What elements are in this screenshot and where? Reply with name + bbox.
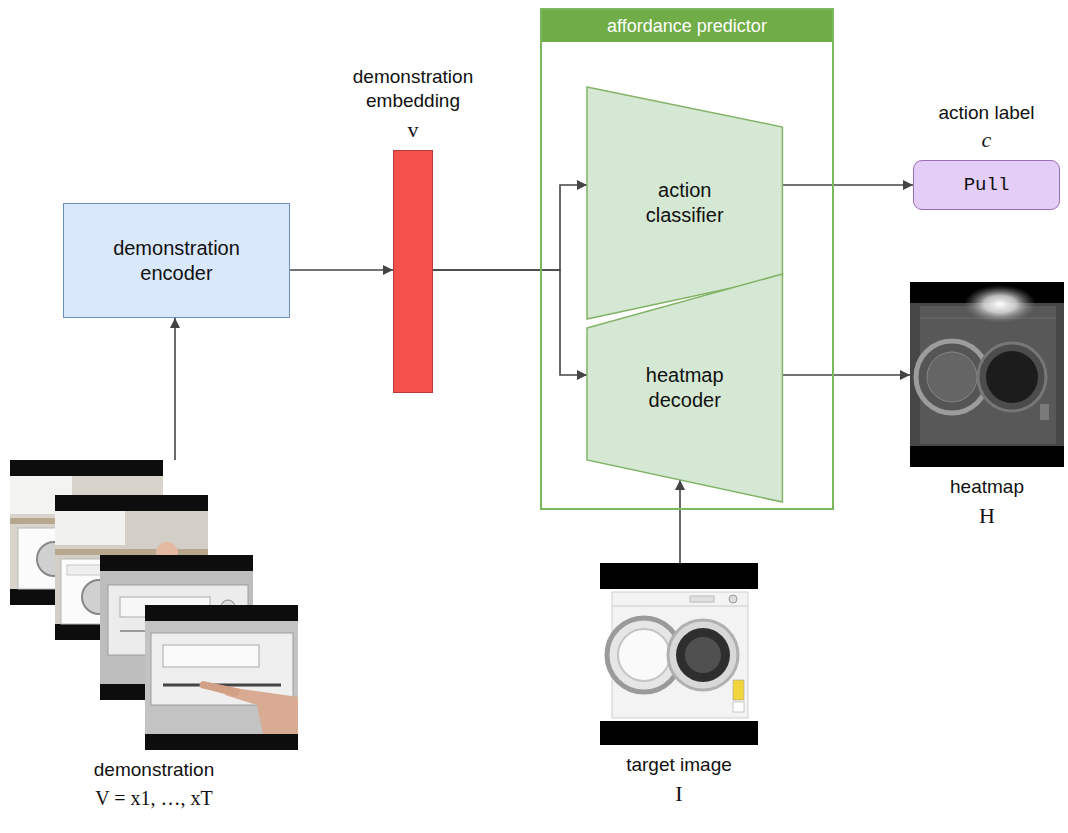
- heatmap-image: heatmapH: [910, 282, 1064, 467]
- connector-arrow: [174, 318, 176, 460]
- connector-arrow: [433, 270, 587, 375]
- connector-arrow: [679, 480, 681, 563]
- text-holder: target imageI: [599, 745, 759, 807]
- text-holder: action labelc: [917, 101, 1057, 161]
- box-label: heatmap decoder: [625, 363, 745, 413]
- math-symbol: V = x1, …, xT: [34, 786, 274, 810]
- text-holder: demonstration embedding v: [328, 65, 498, 151]
- box-heading: demonstration embedding: [328, 65, 498, 113]
- target-image: target imageI: [600, 563, 758, 745]
- connector-arrow: [782, 374, 910, 376]
- image-caption: heatmap: [917, 475, 1057, 499]
- text-holder: heatmap decoder: [587, 274, 782, 502]
- encoder-box: demonstration encoder: [63, 203, 290, 318]
- trapezoid-shape: [587, 274, 782, 502]
- heatmap-photo: [910, 282, 1064, 467]
- text-holder: demonstration encoder: [64, 204, 289, 317]
- math-symbol: H: [917, 503, 1057, 529]
- classifier-trapezoid: action classifier: [587, 87, 782, 319]
- box-label: demonstration encoder: [97, 236, 257, 286]
- embedding-bar: demonstration embeddingv: [393, 150, 433, 393]
- demo-frames: demonstrationV = x1, …, xT: [10, 460, 298, 750]
- action-value: Pull: [964, 174, 1010, 197]
- image-caption: demonstration: [34, 758, 274, 782]
- text-holder: heatmapH: [917, 467, 1057, 529]
- connector-arrow: [290, 269, 393, 271]
- predictor-group: affordance predictor action classifier hea…: [540, 8, 834, 510]
- connector-arrow: [782, 184, 913, 186]
- video-frame: [145, 605, 298, 750]
- action-label-box: action labelcPull: [913, 160, 1060, 210]
- trapezoid-outline: [587, 274, 782, 502]
- text-holder: affordance predictor: [542, 10, 832, 42]
- box-label: action classifier: [625, 178, 745, 228]
- text-holder: Pull: [914, 161, 1059, 209]
- math-symbol: v: [328, 117, 498, 143]
- group-header: affordance predictor: [542, 10, 832, 42]
- decoder-trapezoid: heatmap decoder: [587, 274, 782, 502]
- math-symbol: c: [917, 127, 1057, 153]
- box-heading: action label: [917, 101, 1057, 125]
- image-caption: target image: [599, 753, 759, 777]
- connector-arrow: [433, 185, 587, 270]
- washer-photo: [600, 563, 758, 745]
- text-holder: action classifier: [587, 87, 782, 319]
- text-holder: demonstration V = x1, …, xT: [34, 750, 274, 810]
- math-symbol: I: [599, 781, 759, 807]
